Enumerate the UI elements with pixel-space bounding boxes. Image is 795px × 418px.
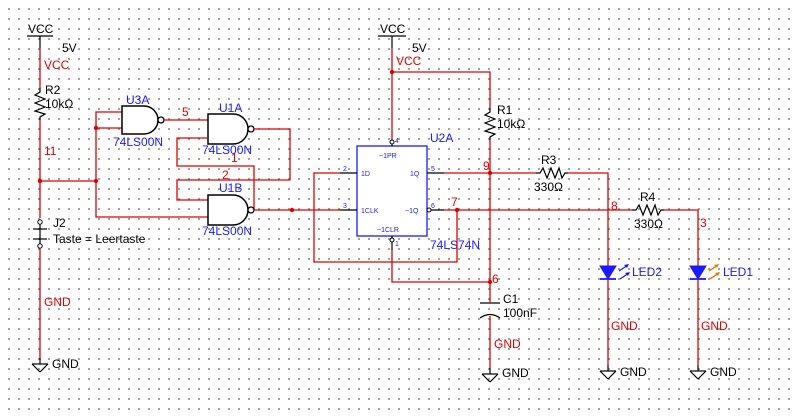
resistor-r4[interactable]: R4 330Ω: [632, 190, 664, 231]
u2a-pinnum-nq: 6: [431, 203, 435, 210]
gnd-label-led2: GND: [620, 365, 647, 379]
ground-symbol-led2: GND: [599, 364, 647, 380]
led2[interactable]: LED2: [599, 264, 662, 280]
capacitor-c1[interactable]: C1 100nF: [479, 292, 537, 320]
u2a-pin-pr: ~1PR: [379, 153, 397, 160]
u2a-pin-nq: ~1Q: [405, 208, 419, 215]
net-label-7: 7: [451, 195, 458, 209]
vcc-mid-voltage: 5V: [412, 41, 427, 55]
u2a-ref: U2A: [430, 131, 453, 145]
u2a-pin-clr: ~1CLR: [377, 227, 399, 234]
resistor-r3[interactable]: R3 330Ω: [534, 153, 568, 194]
u3a-ref: U3A: [126, 93, 149, 107]
resistor-r2[interactable]: R2 10kΩ: [33, 83, 73, 120]
ground-symbol-c1: GND: [481, 366, 529, 383]
resistor-r1[interactable]: R1 10kΩ: [483, 103, 525, 140]
r3-value: 330Ω: [534, 180, 563, 194]
u2a-pin-clk: 1CLK: [361, 208, 379, 215]
led2-ref: LED2: [632, 265, 662, 279]
nand-gate-u3a[interactable]: U3A 74LS00N: [113, 93, 165, 149]
gnd-net-c1: GND: [494, 337, 521, 351]
r1-value: 10kΩ: [497, 117, 525, 131]
led1-ref: LED1: [723, 265, 753, 279]
flipflop-u2a[interactable]: ~1PR 1D 1Q 1CLK ~1Q ~1CLR 4 2 5 3 6 1 U2…: [340, 131, 480, 252]
gnd-label-left: GND: [52, 357, 79, 371]
ground-symbol-left: GND: [31, 357, 79, 373]
r1-ref: R1: [497, 103, 513, 117]
c1-value: 100nF: [503, 306, 537, 320]
junction-dot: [454, 207, 460, 213]
vcc-supply-left: VCC 5V VCC: [27, 22, 77, 72]
vcc-mid-label: VCC: [380, 22, 406, 36]
junction-dot: [487, 170, 493, 176]
net-label-8: 8: [611, 199, 618, 213]
gnd-net-left: GND: [44, 295, 71, 309]
led1[interactable]: LED1: [689, 264, 753, 280]
gnd-label-led1: GND: [710, 365, 737, 379]
net-label-5: 5: [182, 105, 189, 119]
r2-value: 10kΩ: [45, 97, 73, 111]
r3-ref: R3: [541, 153, 557, 167]
ground-symbol-led1: GND: [689, 364, 737, 380]
vcc-left-net: VCC: [44, 58, 70, 72]
u2a-pinnum-q: 5: [431, 166, 435, 173]
net-label-11: 11: [44, 144, 57, 158]
u2a-pinnum-clr: 1: [395, 241, 399, 248]
vcc-left-label: VCC: [28, 22, 54, 36]
j2-value: Taste = Leertaste: [53, 232, 146, 246]
junction-dot: [289, 207, 295, 213]
net-label-2: 2: [222, 168, 229, 182]
u1b-part: 74LS00N: [202, 224, 252, 238]
net-label-9: 9: [483, 159, 490, 173]
u1a-part: 74LS00N: [202, 143, 252, 157]
u2a-part: 74LS74N: [430, 238, 480, 252]
gnd-net-led2: GND: [611, 319, 638, 333]
r4-ref: R4: [640, 190, 656, 204]
nand-gate-u1a[interactable]: U1A 74LS00N: [202, 101, 255, 157]
r4-value: 330Ω: [634, 217, 663, 231]
c1-ref: C1: [503, 292, 519, 306]
vcc-left-voltage: 5V: [62, 41, 77, 55]
switch-j2[interactable]: J2 Taste = Leertaste: [33, 216, 146, 249]
vcc-mid-net: VCC: [396, 54, 422, 68]
u2a-pinnum-clk: 3: [343, 203, 347, 210]
j2-ref: J2: [53, 216, 66, 230]
u2a-pinnum-d: 2: [343, 166, 347, 173]
net-label-6: 6: [492, 272, 499, 286]
nand-gate-u1b[interactable]: U1B 74LS00N: [202, 181, 255, 238]
u2a-pinnum-pr: 4: [395, 138, 399, 145]
vcc-supply-middle: VCC 5V VCC: [378, 22, 427, 68]
u2a-pin-q: 1Q: [410, 171, 420, 178]
u1a-ref: U1A: [219, 101, 242, 115]
net-label-1: 1: [231, 151, 238, 165]
u1b-ref: U1B: [219, 181, 242, 195]
gnd-label-c1: GND: [502, 366, 529, 380]
net-label-3: 3: [700, 216, 707, 230]
gnd-net-led1: GND: [701, 319, 728, 333]
u3a-part: 74LS00N: [113, 135, 163, 149]
u2a-pin-d: 1D: [361, 171, 370, 178]
r2-ref: R2: [45, 83, 61, 97]
